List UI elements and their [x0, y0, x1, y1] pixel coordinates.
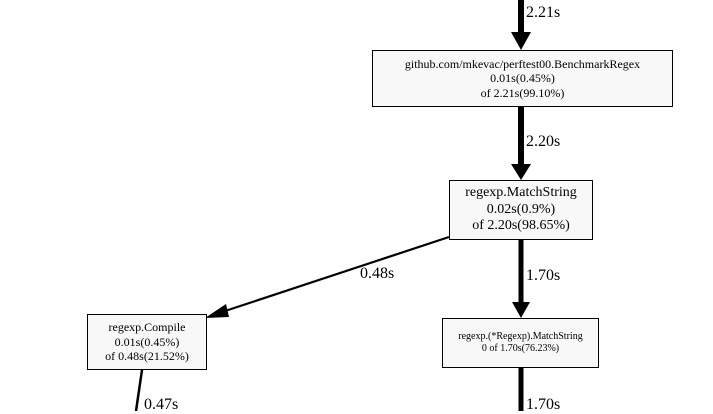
edge-match-to-regexp-arrowhead: [512, 302, 530, 318]
node-benchmark-flat: 0.01s(0.45%): [490, 71, 555, 86]
edge-label-match-to-compile: 0.48s: [360, 265, 395, 282]
node-matchstring-flat: 0.02s(0.9%): [486, 201, 556, 217]
edge-compile-out: [134, 369, 144, 411]
edge-label-bench-to-match: 2.20s: [526, 133, 561, 150]
node-regexp-ptr-matchstring[interactable]: regexp.(*Regexp).MatchString 0 of 1.70s(…: [442, 318, 599, 368]
edge-match-to-compile-arrowhead: [205, 304, 229, 318]
node-benchmark-regex[interactable]: github.com/mkevac/perftest00.BenchmarkRe…: [372, 50, 673, 107]
edge-label-match-to-regexp: 1.70s: [526, 267, 561, 284]
edge-bench-to-match-arrowhead: [511, 164, 531, 180]
node-compile-flat: 0.01s(0.45%): [114, 334, 180, 349]
node-compile-name: regexp.Compile: [108, 320, 186, 335]
node-compile-cum: of 0.48s(21.52%): [105, 349, 189, 364]
edge-label-compile-out: 0.47s: [144, 396, 179, 413]
node-benchmark-cum: of 2.21s(99.10%): [480, 85, 565, 100]
node-benchmark-name: github.com/mkevac/perftest00.BenchmarkRe…: [404, 56, 641, 71]
edge-match-to-compile: [221, 235, 450, 314]
node-regexp-ptr-name: regexp.(*Regexp).MatchString: [458, 331, 583, 342]
node-matchstring-cum: of 2.20s(98.65%): [472, 218, 570, 234]
node-regexp-matchstring[interactable]: regexp.MatchString 0.02s(0.9%) of 2.20s(…: [449, 180, 593, 240]
edge-in-top-arrowhead: [511, 32, 531, 50]
node-matchstring-name: regexp.MatchString: [465, 184, 577, 200]
node-regexp-compile[interactable]: regexp.Compile 0.01s(0.45%) of 0.48s(21.…: [87, 314, 207, 370]
node-regexp-ptr-cum: 0 of 1.70s(76.23%): [481, 343, 560, 354]
edge-label-in-top: 2.21s: [526, 4, 561, 21]
edge-label-regexp-out: 1.70s: [526, 396, 561, 413]
